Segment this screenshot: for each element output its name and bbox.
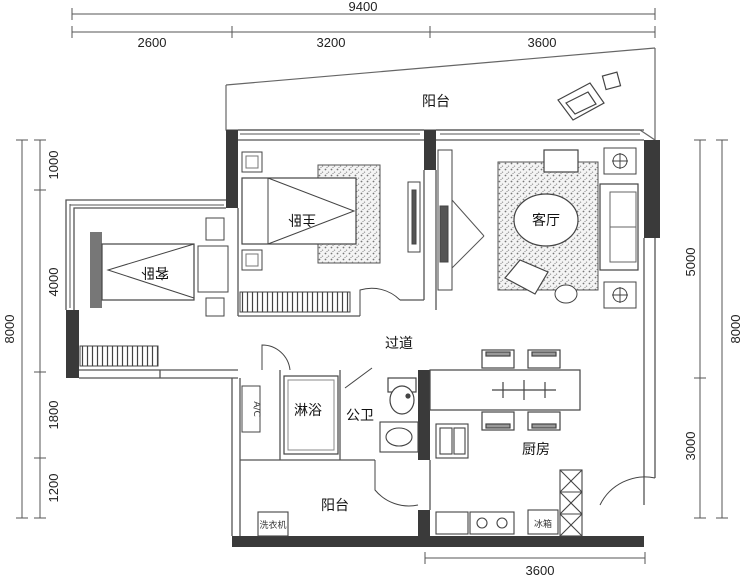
dim-left-seg-1: 1000 (46, 151, 61, 180)
dim-top-total: 9400 (349, 0, 378, 14)
walls (66, 130, 660, 547)
label-balcony-bottom: 阳台 (321, 498, 349, 514)
ac-unit (241, 385, 261, 433)
dim-bottom: 3600 (526, 563, 555, 578)
bathroom-door (344, 367, 373, 389)
corridor-door (261, 344, 291, 371)
dim-top-seg-3: 3600 (528, 35, 557, 50)
dining-table (429, 369, 581, 411)
label-guest-bedroom: 客卧 (141, 264, 169, 281)
shower-inner (287, 379, 335, 451)
wall-outlines (65, 129, 656, 536)
master-door (359, 287, 401, 316)
living-furniture (497, 147, 639, 309)
kitchen-door (599, 476, 656, 506)
label-balcony-top: 阳台 (422, 94, 450, 110)
label-master-bedroom: 主卧 (288, 211, 316, 227)
windows (69, 133, 640, 308)
dim-left-seg-4: 1200 (46, 474, 61, 503)
balcony-chair (557, 71, 622, 121)
label-fridge: 冰箱 (534, 518, 552, 530)
shower-tray (283, 375, 339, 455)
dimension-bottom (424, 552, 646, 564)
kitchen-sink (435, 423, 469, 459)
label-corridor: 过道 (385, 336, 413, 352)
dim-top-seg-1: 2600 (138, 35, 167, 50)
dimension-top (71, 8, 656, 38)
kitchen-counter (435, 509, 559, 535)
guest-wardrobe (79, 345, 159, 367)
basin (379, 421, 419, 453)
living-tv-cabinet (437, 149, 485, 291)
dining-chairs (481, 349, 561, 431)
dim-left-total: 8000 (2, 315, 17, 344)
dimension-right (694, 139, 728, 519)
storage-rack (559, 469, 583, 537)
balcony-door (374, 460, 419, 507)
guest-bed (90, 217, 229, 317)
label-living-room: 客厅 (532, 212, 560, 229)
dimension-left (16, 139, 46, 519)
dim-right-seg-2: 3000 (683, 432, 698, 461)
dim-right-total: 8000 (728, 315, 743, 344)
master-tv-unit (407, 181, 421, 253)
master-bed (241, 151, 381, 271)
label-bathroom: 公卫 (346, 408, 374, 424)
dim-left-seg-3: 1800 (46, 401, 61, 430)
toilet (387, 377, 417, 415)
dim-right-seg-1: 5000 (683, 248, 698, 277)
dim-top-seg-2: 3200 (317, 35, 346, 50)
washing-machine (257, 511, 289, 537)
label-kitchen: 厨房 (522, 442, 550, 458)
label-washer: 洗衣机 (259, 519, 286, 531)
label-ac: A/C (251, 401, 261, 416)
master-wardrobe (239, 291, 351, 313)
label-shower: 淋浴 (294, 403, 322, 419)
dim-left-seg-2: 4000 (46, 268, 61, 297)
